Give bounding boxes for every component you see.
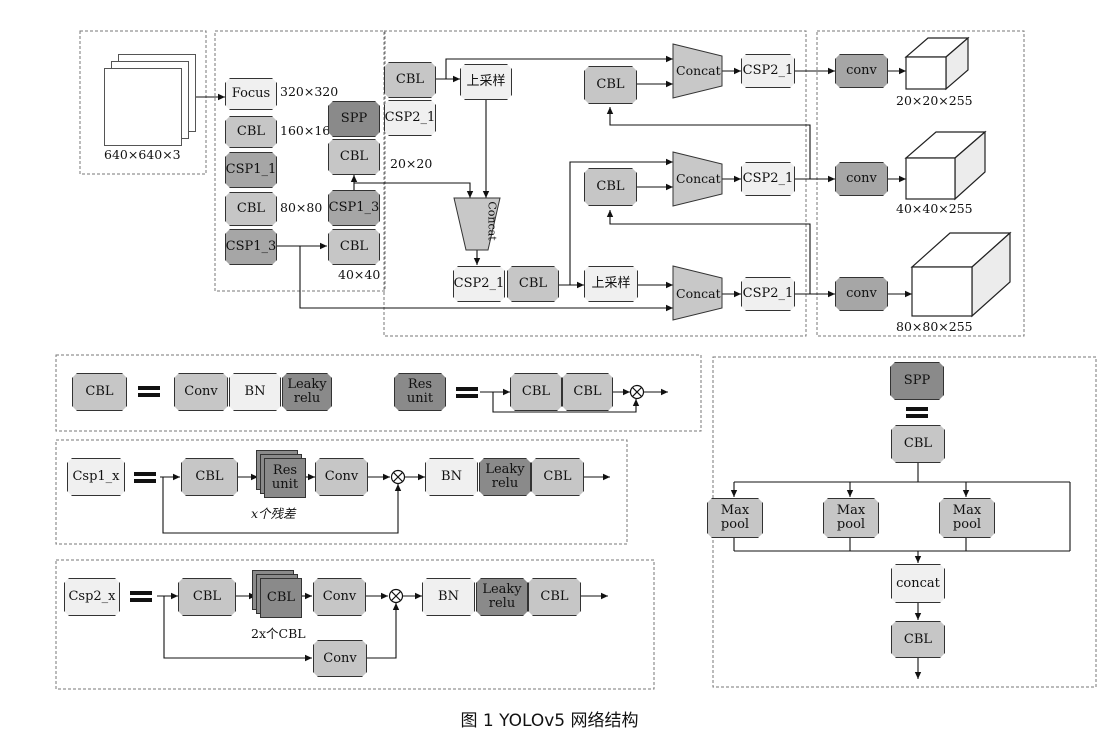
csp2-1-block: CSP2_1	[741, 277, 795, 311]
res-cbl: CBL	[562, 373, 613, 411]
csp2x-leaky: Leaky relu	[476, 578, 528, 616]
dim-160: 160×160	[280, 123, 339, 138]
csp2x-conv: Conv	[313, 578, 366, 616]
csp1-3-block: CSP1_3	[328, 190, 380, 226]
dim-80: 80×80	[280, 200, 323, 215]
legend-leaky-relu: Leaky relu	[282, 373, 332, 411]
spp-maxpool: Max pool	[707, 498, 763, 538]
output-dim-40: 40×40×255	[896, 201, 973, 216]
concat-label: Concat	[676, 63, 721, 78]
cbl-block: CBL	[384, 62, 436, 98]
concat-trapezoids	[453, 43, 723, 321]
spp-cbl-out: CBL	[891, 621, 945, 658]
cbl-block: CBL	[225, 192, 277, 226]
conv-block: conv	[835, 54, 888, 88]
legend-cbl: CBL	[72, 373, 127, 411]
cbl-block: CBL	[328, 139, 380, 175]
csp2x-bn: BN	[422, 578, 475, 616]
output-dim-80: 80×80×255	[896, 319, 973, 334]
res-stack-front: Res unit	[264, 458, 306, 498]
csp1x-cbl: CBL	[181, 458, 238, 496]
arrows	[157, 55, 1071, 679]
equals-icon	[130, 591, 152, 602]
output-dim-20: 20×20×255	[896, 93, 973, 108]
csp2-1-block: CSP2_1	[741, 162, 795, 196]
equals-icon	[138, 386, 160, 397]
focus-block: Focus	[225, 78, 277, 110]
spp-maxpool: Max pool	[939, 498, 995, 538]
spp-maxpool: Max pool	[823, 498, 879, 538]
concat-label: Concat	[676, 171, 721, 186]
csp1-1-block: CSP1_1	[225, 152, 277, 188]
legend-bn: BN	[229, 373, 281, 411]
dim-20: 20×20	[390, 156, 433, 171]
csp1x-bn: BN	[425, 458, 478, 496]
cbl-stack-front: CBL	[260, 578, 302, 618]
equals-icon	[456, 387, 478, 398]
concat-label: Concat	[485, 201, 499, 241]
csp2x-conv-bypass: Conv	[313, 640, 367, 677]
csp2-1-block: CSP2_1	[384, 100, 436, 136]
add-icons	[388, 384, 645, 604]
equals-icon	[134, 472, 156, 483]
conv-block: conv	[835, 162, 888, 196]
equals-icon	[906, 407, 928, 418]
two-x-cbl-note: 2x个CBL	[251, 626, 306, 641]
upsample-block: 上采样	[584, 266, 638, 302]
conv-block: conv	[835, 277, 888, 311]
input-image-stack	[104, 68, 182, 146]
csp1x-leaky: Leaky relu	[479, 458, 531, 496]
dashed-regions	[55, 30, 1097, 690]
csp1x-cbl-out: CBL	[531, 458, 584, 496]
x-res-note: x个残差	[251, 506, 296, 521]
cbl-block: CBL	[584, 66, 637, 104]
spp-block: SPP	[328, 101, 380, 137]
dim-40: 40×40	[338, 267, 381, 282]
legend-csp2x: Csp2_x	[64, 578, 120, 616]
cbl-block: CBL	[507, 266, 559, 302]
figure-caption: 图 1 YOLOv5 网络结构	[460, 711, 639, 731]
csp2x-cbl: CBL	[178, 578, 236, 616]
cbl-block: CBL	[328, 229, 380, 265]
cbl-block: CBL	[225, 116, 277, 148]
legend-conv: Conv	[174, 373, 228, 411]
legend-res-unit: Res unit	[394, 373, 446, 411]
csp1-3-block: CSP1_3	[225, 229, 277, 265]
upsample-block: 上采样	[460, 64, 512, 100]
csp2-1-block: CSP2_1	[741, 54, 795, 88]
csp2-1-block: CSP2_1	[453, 266, 505, 302]
res-cbl: CBL	[510, 373, 562, 411]
legend-csp1x: Csp1_x	[67, 458, 125, 496]
legend-spp: SPP	[890, 362, 944, 400]
output-cubes	[904, 36, 1012, 318]
csp1x-conv: Conv	[315, 458, 368, 496]
input-dimension: 640×640×3	[104, 147, 181, 162]
csp2x-cbl-out: CBL	[528, 578, 581, 616]
spp-cbl: CBL	[891, 425, 945, 463]
concat-label: Concat	[676, 286, 721, 301]
cbl-block: CBL	[584, 168, 637, 206]
dim-320: 320×320	[280, 84, 339, 99]
spp-concat: concat	[891, 564, 945, 603]
